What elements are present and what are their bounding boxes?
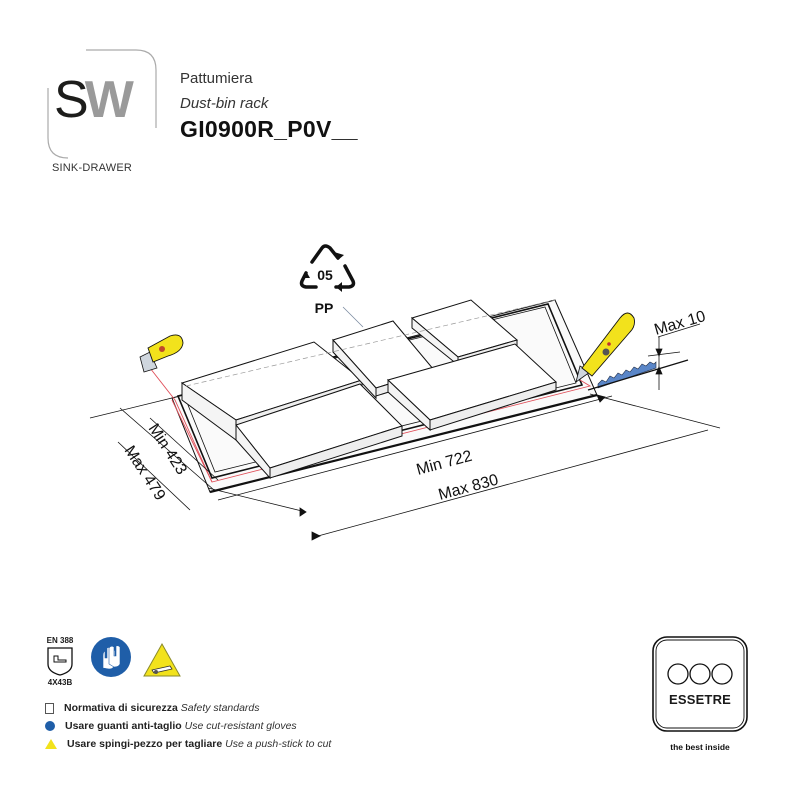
recycling-symbol-icon	[299, 244, 356, 292]
product-code: GI0900R_P0V__	[180, 116, 358, 142]
bin-compartments	[180, 299, 557, 480]
push-stick-warning-icon	[143, 642, 181, 677]
logo-letter-s: S	[54, 71, 89, 129]
legend-en: Safety standards	[180, 702, 260, 714]
warning-triangle-icon	[45, 739, 57, 749]
width-dimension-lines	[207, 393, 721, 541]
en388-code: 4X43B	[47, 678, 73, 687]
sw-logo-frame	[47, 49, 157, 159]
title-italian: Pattumiera	[180, 70, 253, 87]
cutter-knife-left-icon	[139, 334, 184, 373]
title-english: Dust-bin rack	[180, 95, 269, 112]
wear-gloves-icon	[91, 637, 131, 677]
saw-blade-icon	[587, 359, 689, 391]
info-blue-icon	[45, 721, 55, 731]
essetre-logo	[652, 636, 748, 732]
logo-caption: SINK-DRAWER	[52, 162, 133, 174]
thickness-dimension	[647, 323, 701, 390]
legend-item-push-stick: Usare spingi-pezzo per tagliare Use a pu…	[45, 738, 331, 750]
dim-max-830: Max 830	[437, 472, 501, 504]
recycling-material: PP	[315, 300, 334, 316]
legend-en: Use a push-stick to cut	[225, 738, 332, 750]
legend-it: Normativa di sicurezza	[64, 702, 178, 714]
dim-min-722: Min 722	[415, 448, 474, 479]
dim-max-10: Max 10	[652, 308, 707, 339]
sw-logo: SW	[54, 71, 134, 129]
en388-glove-shield-icon	[47, 647, 73, 676]
standard-icon	[45, 702, 54, 714]
essetre-tagline: the best inside	[670, 742, 730, 752]
legend-item-gloves: Usare guanti anti-taglio Use cut-resista…	[45, 720, 297, 732]
legend-it: Usare spingi-pezzo per tagliare	[67, 738, 223, 750]
essetre-name: ESSETRE	[668, 692, 732, 707]
depth-dimension-lines	[89, 397, 219, 511]
logo-letter-w: W	[84, 71, 134, 129]
legend-item-standard: Normativa di sicurezza Safety standards	[45, 702, 260, 714]
legend-en: Use cut-resistant gloves	[184, 720, 297, 732]
cutter-knife-right-icon	[575, 312, 635, 383]
legend-it: Usare guanti anti-taglio	[65, 720, 182, 732]
en388-label: EN 388	[46, 636, 74, 645]
recycling-code: 05	[317, 267, 333, 283]
